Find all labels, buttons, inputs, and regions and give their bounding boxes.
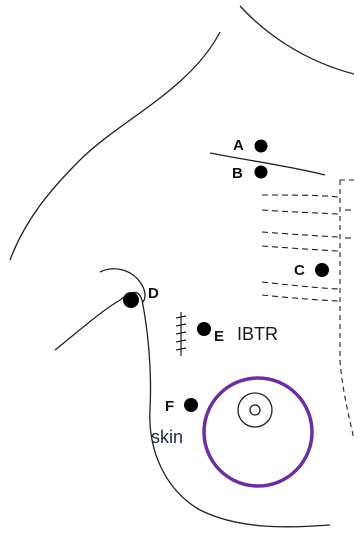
rib-line — [262, 282, 338, 289]
shoulder-arm-outline — [10, 32, 220, 260]
neck-shoulder-outline — [240, 6, 354, 74]
marker-dot-d — [123, 292, 139, 308]
marker-label-d: D — [148, 285, 159, 302]
nipple-inner — [250, 405, 260, 415]
marker-label-c: C — [294, 262, 305, 279]
skin-annotation: skin — [151, 427, 183, 447]
marker-dot-a — [255, 140, 268, 153]
skin-region-highlight — [204, 378, 312, 486]
marker-dot-e — [197, 322, 211, 336]
marker-label-b: B — [232, 165, 243, 182]
marker-label-f: F — [165, 398, 174, 415]
clavicle-line — [210, 153, 325, 175]
marker-dot-b — [255, 166, 268, 179]
rib-line — [262, 195, 338, 197]
rib-line — [262, 295, 338, 301]
areola-outer — [238, 393, 272, 427]
marker-dot-f — [184, 398, 198, 412]
marker-label-a: A — [233, 137, 244, 154]
scar-suture — [176, 312, 186, 356]
ibtr-annotation: IBTR — [237, 324, 278, 344]
marker-label-e: E — [214, 328, 224, 345]
rib-line — [262, 246, 338, 251]
sternum-dashed-edge — [340, 180, 354, 440]
marker-dot-c — [315, 263, 329, 277]
rib-line — [262, 232, 338, 237]
rib-line — [262, 210, 338, 214]
